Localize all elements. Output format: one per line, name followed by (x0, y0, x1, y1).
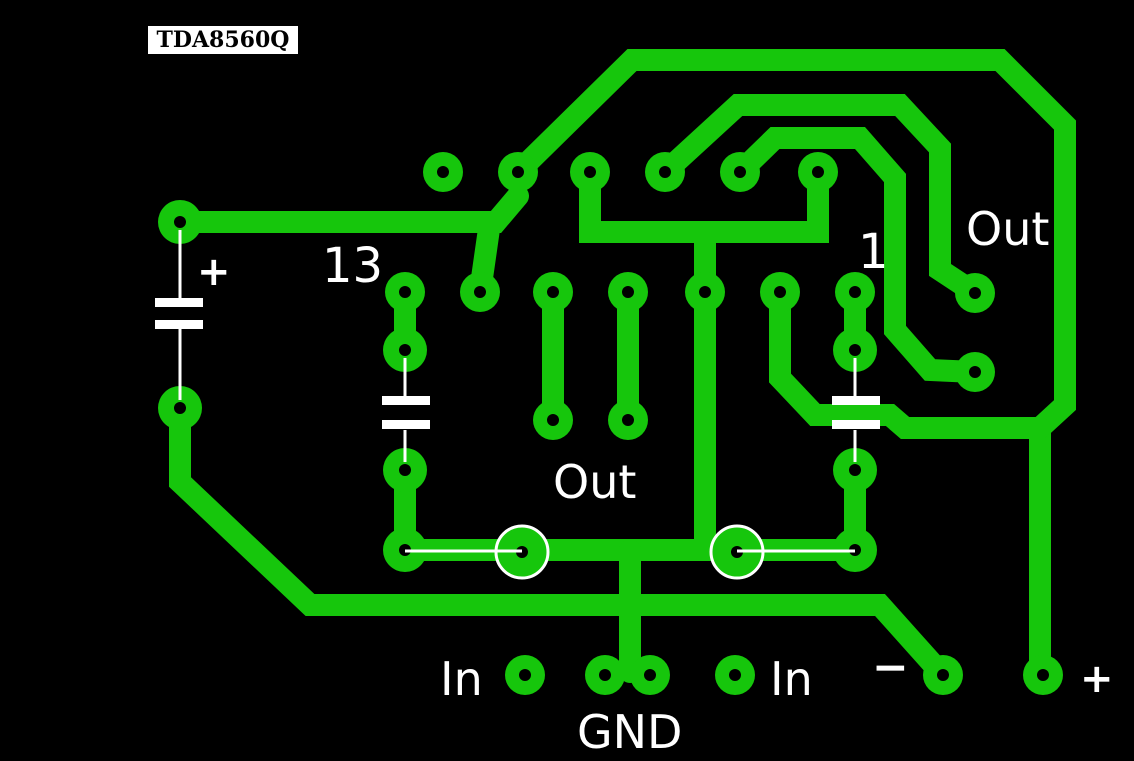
capacitor-plate (832, 420, 880, 429)
label-pin-1: 1 (858, 224, 889, 280)
capacitor-plate (382, 396, 430, 405)
label-pin-13: 13 (322, 238, 383, 294)
trace-lower-right (769, 281, 1051, 439)
capacitor-plate (832, 396, 880, 405)
capacitor-plate (155, 320, 203, 329)
trace-ground-loop (169, 397, 951, 683)
trace-output-outer (654, 94, 986, 304)
label-gnd: GND (577, 705, 682, 756)
label-in-left: In (440, 652, 483, 706)
capacitor-plate (155, 298, 203, 307)
label-minus: − (872, 642, 909, 693)
drill-holes (174, 166, 1049, 681)
label-in-right: In (770, 652, 813, 706)
label-out-right: Out (966, 202, 1049, 256)
label-out-center: Out (553, 455, 636, 509)
board-title: TDA8560Q (148, 26, 298, 54)
trace-supply-left (169, 185, 529, 233)
capacitor-plate (382, 420, 430, 429)
silkscreen (155, 230, 880, 580)
copper-traces (169, 49, 1076, 691)
label-plus-bottom: + (1080, 656, 1114, 702)
trace-output-inner (729, 127, 986, 383)
labels: 13 1 + Out Out In In GND − + (197, 202, 1114, 759)
label-plus-left: + (197, 249, 231, 295)
